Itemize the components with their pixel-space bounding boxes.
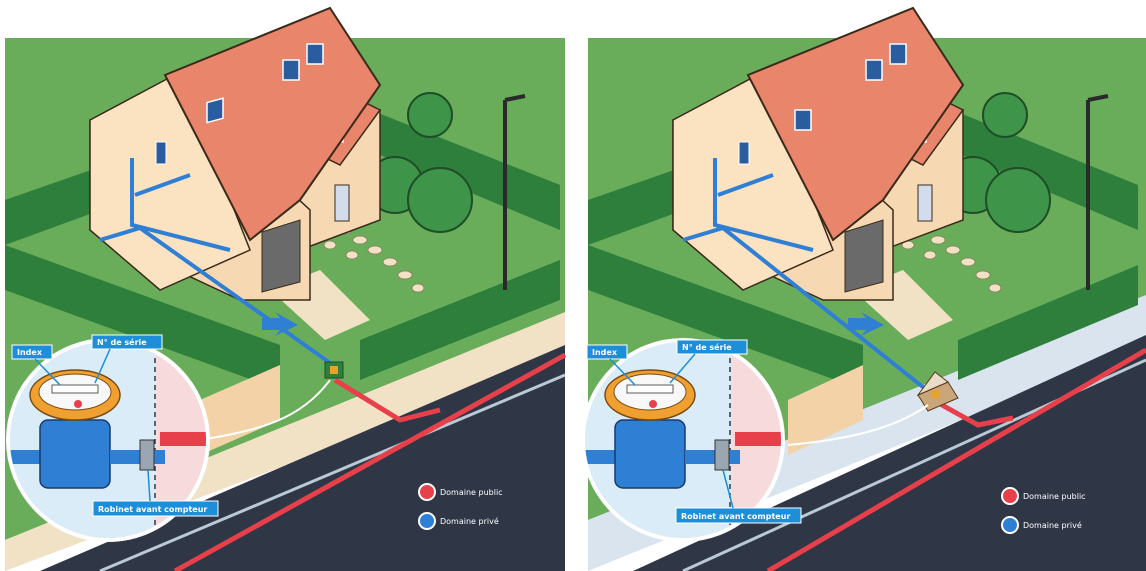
water-meter <box>40 420 110 488</box>
svg-text:Index: Index <box>592 348 618 357</box>
svg-text:Domaine public: Domaine public <box>440 488 503 497</box>
door <box>918 185 932 221</box>
illustration-panel-2: Index N° de série Robinet avant compteur… <box>573 0 1146 571</box>
water-meter <box>615 420 685 488</box>
tree <box>408 168 472 232</box>
roof-window <box>890 44 906 64</box>
house-scene-1: Index N° de série Robinet avant compteur… <box>0 0 573 571</box>
svg-text:Index: Index <box>17 348 43 357</box>
tree <box>983 93 1027 137</box>
roof-window <box>866 60 882 80</box>
svg-text:Robinet avant compteur: Robinet avant compteur <box>681 512 790 521</box>
roof-window <box>795 110 811 130</box>
valve <box>715 440 729 470</box>
public-domain-swatch <box>419 484 435 500</box>
valve <box>140 440 154 470</box>
svg-text:Domaine public: Domaine public <box>1023 492 1086 501</box>
tree <box>408 93 452 137</box>
svg-text:N° de série: N° de série <box>682 342 732 352</box>
meter-index-display <box>627 385 673 393</box>
window <box>156 142 166 164</box>
svg-text:Domaine privé: Domaine privé <box>1023 520 1082 530</box>
illustration-panel-1: Index N° de série Robinet avant compteur… <box>0 0 573 571</box>
private-domain-swatch <box>1002 517 1018 533</box>
roof-window <box>283 60 299 80</box>
tree <box>986 168 1050 232</box>
svg-text:Domaine privé: Domaine privé <box>440 516 499 526</box>
window <box>739 142 749 164</box>
svg-text:N° de série: N° de série <box>97 337 147 347</box>
roof-window <box>307 44 323 64</box>
house-scene-2: Index N° de série Robinet avant compteur… <box>573 0 1146 571</box>
garage-door <box>262 220 300 292</box>
private-domain-swatch <box>419 513 435 529</box>
svg-text:Robinet avant compteur: Robinet avant compteur <box>98 505 207 514</box>
meter-index-display <box>52 385 98 393</box>
public-domain-swatch <box>1002 488 1018 504</box>
door <box>335 185 349 221</box>
garage-door <box>845 220 883 292</box>
roof-window <box>207 98 223 122</box>
